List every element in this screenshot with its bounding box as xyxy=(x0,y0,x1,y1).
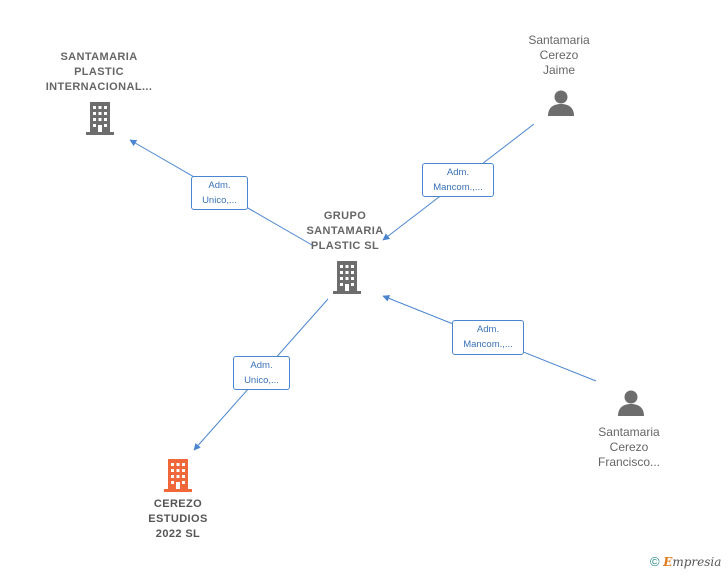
footer-copyright: © Empresia xyxy=(650,554,721,569)
building-icon[interactable] xyxy=(84,100,116,136)
node-label-cerezo-estudios[interactable]: CEREZO ESTUDIOS 2022 SL xyxy=(148,498,208,540)
person-icon[interactable] xyxy=(616,388,646,418)
node-label-grupo-santamaria-plastic[interactable]: GRUPO SANTAMARIA PLASTIC SL xyxy=(306,210,384,252)
person-icon[interactable] xyxy=(546,88,576,118)
edge-label-adm-unico-internacional[interactable]: Adm. Unico,... xyxy=(191,176,248,210)
copyright-symbol: © xyxy=(650,554,660,569)
brand-rest: mpresia xyxy=(672,555,722,569)
empresia-logo[interactable]: Empresia xyxy=(663,555,721,569)
edge-label-adm-mancom-jaime[interactable]: Adm. Mancom.,... xyxy=(422,163,494,197)
node-label-santamaria-cerezo-francisco[interactable]: Santamaria Cerezo Francisco... xyxy=(597,425,661,469)
node-label-santamaria-plastic-internacional[interactable]: SANTAMARIA PLASTIC INTERNACIONAL... xyxy=(45,51,153,93)
building-icon[interactable] xyxy=(162,457,194,493)
brand-initial: E xyxy=(663,555,673,569)
building-icon[interactable] xyxy=(331,259,363,295)
edge-label-adm-mancom-francisco[interactable]: Adm. Mancom.,... xyxy=(452,320,524,355)
node-label-santamaria-cerezo-jaime[interactable]: Santamaria Cerezo Jaime xyxy=(528,33,590,77)
edge-label-adm-unico-cerezo[interactable]: Adm. Unico,... xyxy=(233,356,290,390)
